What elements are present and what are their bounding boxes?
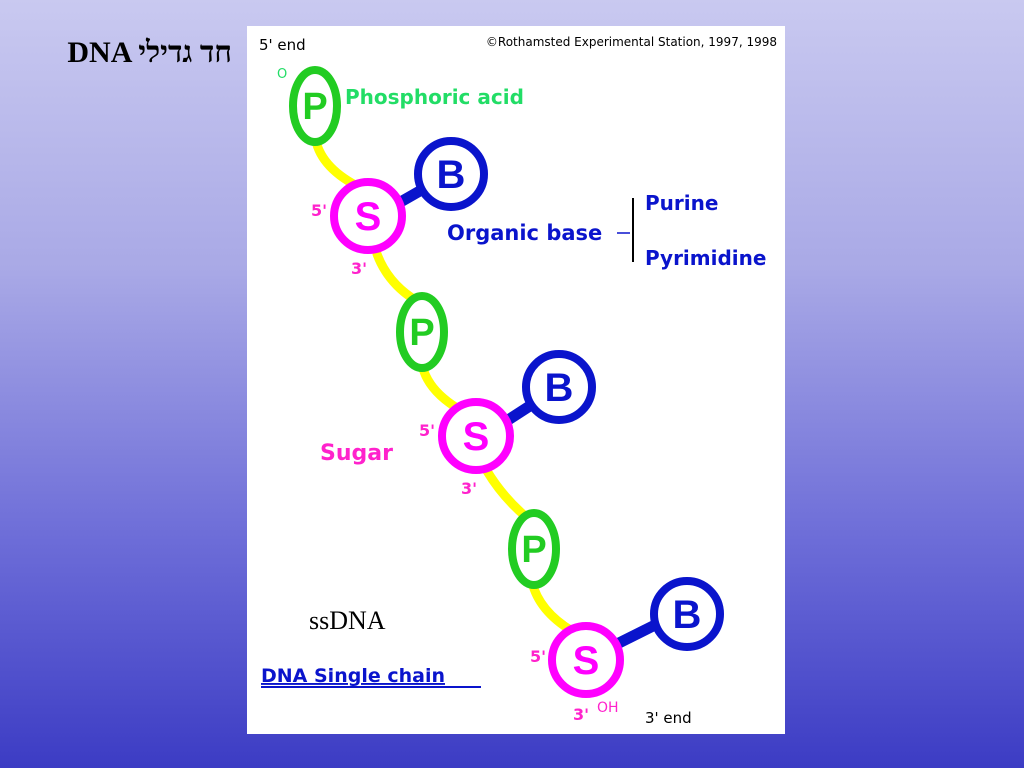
base-circle [650,577,724,651]
sugar-letter: S [463,415,490,459]
o-label: O [277,67,287,82]
five-prime-end-label: 5' end [259,36,306,54]
sugar-circle [548,622,624,698]
sugar-group-2: S [438,398,514,474]
base-group-3: B [650,577,724,651]
base-circle [414,137,488,211]
base-letter: B [673,593,702,637]
oh-label: OH [597,700,619,716]
three-prime-end-label: 3' end [645,709,692,727]
phosphate-letter: P [521,529,546,571]
five-prime-label: 5' [530,647,546,666]
five-prime-label: 5' [419,421,435,440]
sugar-circle [438,398,514,474]
phosphate-letter: P [302,86,327,128]
base-letter: B [545,366,574,410]
dna-diagram-svg: P P P S S S B B [259,35,777,727]
sugar-letter: S [355,195,382,239]
phosphate-group-3: P [508,509,560,589]
base-bond [614,619,660,649]
sugar-group-3: S [548,622,624,698]
base-group-2: B [522,350,596,424]
single-chain-label: DNA Single chain [261,665,445,687]
slide-title: DNA חד גדילי [67,36,232,69]
sugar-letter: S [573,639,600,683]
five-prime-label: 5' [311,201,327,220]
three-prime-label: 3' [461,479,477,498]
sugar-label: Sugar [320,441,393,466]
phosphate-circle [396,292,448,372]
phosphoric-acid-label: Phosphoric acid [345,85,524,109]
base-group-1: B [414,137,488,211]
phosphate-circle [508,509,560,589]
pyrimidine-label: Pyrimidine [645,246,766,270]
backbone-link [372,249,417,303]
three-prime-label: 3' [351,259,367,278]
base-circle [522,350,596,424]
copyright-text: ©Rothamsted Experimental Station, 1997, … [486,35,777,49]
phosphate-group-1: P [289,66,341,146]
backbone-link [482,466,530,521]
phosphate-circle [289,66,341,146]
base-letter: B [437,153,466,197]
ssdna-caption: ssDNA [309,606,386,635]
phosphate-letter: P [409,312,434,354]
phosphate-group-2: P [396,292,448,372]
dna-diagram: P P P S S S B B [247,26,785,734]
sugar-group-1: S [330,178,406,254]
organic-base-label: Organic base [447,221,602,245]
backbone-link [527,577,577,636]
three-prime-label: 3' [573,705,589,724]
sugar-circle [330,178,406,254]
purine-label: Purine [645,191,718,215]
